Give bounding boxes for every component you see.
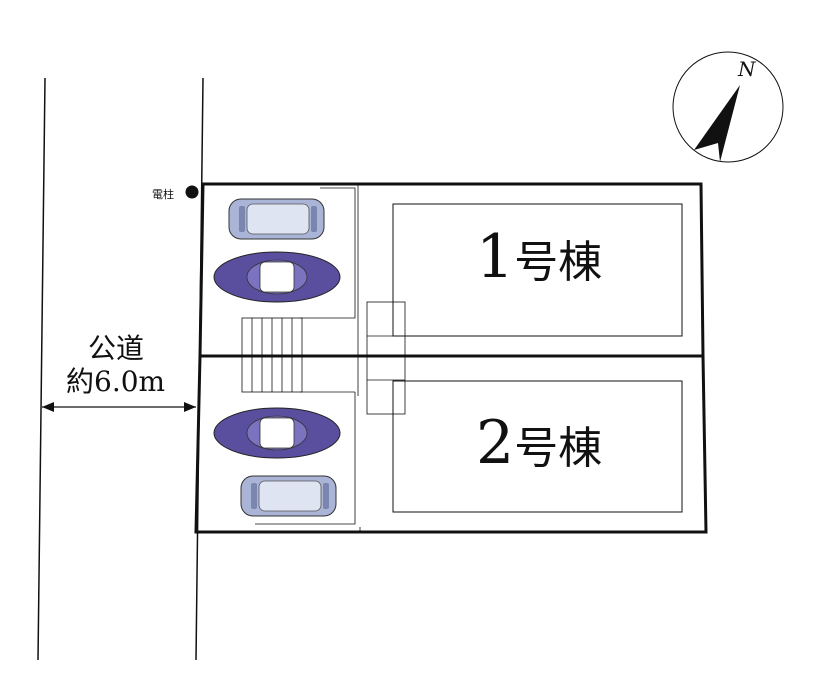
compass-north-label: N	[738, 57, 756, 81]
building-2-footprint	[392, 380, 683, 513]
car-sedan-icon	[213, 407, 341, 459]
north-arrow-icon	[694, 85, 740, 162]
car-van-icon	[228, 198, 325, 240]
building-2-label: 2号棟	[476, 413, 603, 474]
car-van-icon	[240, 475, 337, 517]
utility-pole-label: 電柱	[152, 188, 174, 201]
utility-pole-icon	[185, 185, 199, 199]
building-1-label: 1号棟	[476, 227, 603, 288]
lot-outline	[194, 182, 708, 534]
building-2-suffix: 号棟	[514, 423, 603, 474]
compass	[672, 51, 784, 163]
road-width-arrow	[42, 402, 196, 412]
road-edge-left	[37, 77, 46, 661]
building-1-footprint	[392, 203, 683, 337]
building-1-number: 1	[476, 222, 515, 292]
car-sedan-icon	[213, 251, 341, 303]
road-name-label: 公道	[88, 332, 145, 365]
parking-boundary-lines	[255, 184, 361, 532]
road-width-label: 約6.0m	[66, 365, 166, 398]
entrance-path	[366, 301, 406, 415]
stairs	[241, 317, 303, 393]
building-2-number: 2	[476, 408, 515, 478]
building-1-suffix: 号棟	[514, 237, 603, 288]
